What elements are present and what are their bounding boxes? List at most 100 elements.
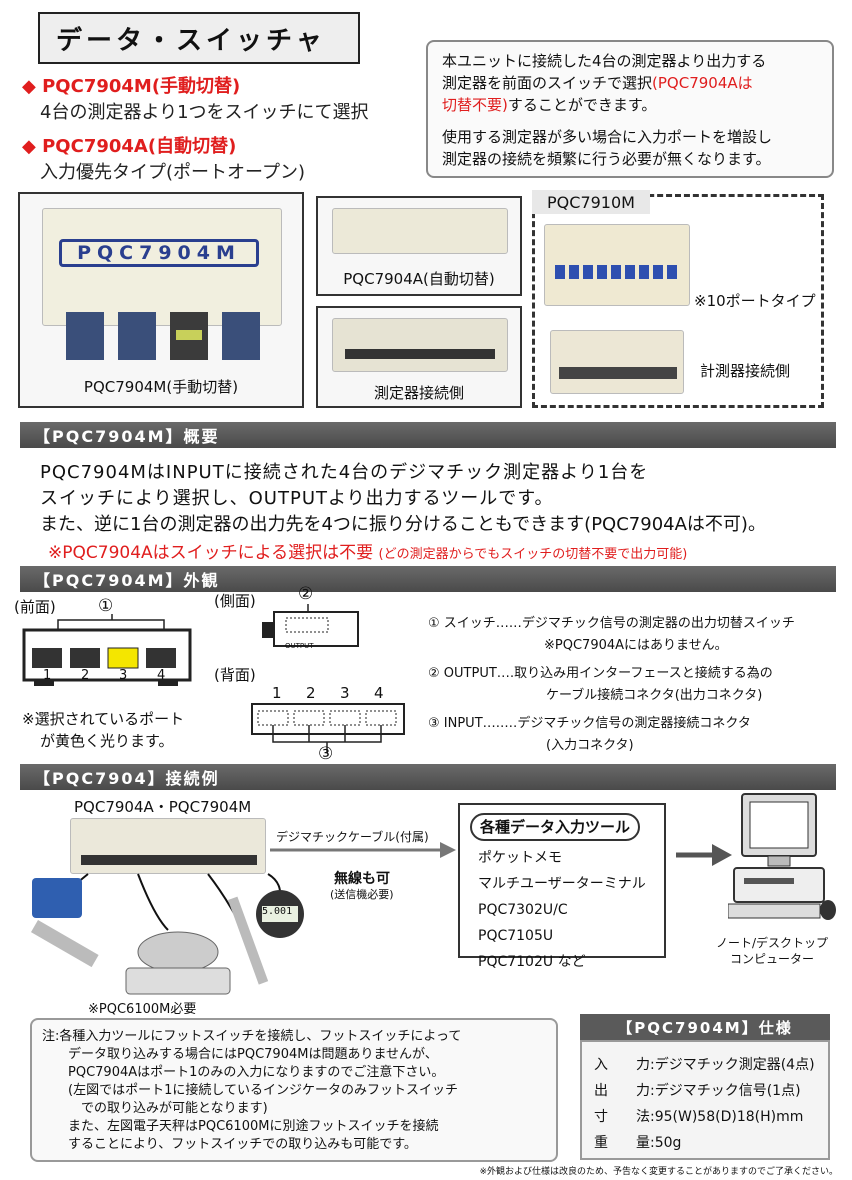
page-title: データ・スイッチャ [38,12,360,64]
port-image [170,312,208,360]
spec-row: 入 力:デジマチック測定器(4点) [594,1057,815,1073]
port-image [222,312,260,360]
desc-output-sub: ケーブル接続コネクタ(出力コネクタ) [546,688,763,703]
connector-strip [345,349,495,359]
auto-product-photo: PQC7904A(自動切替) [316,196,522,296]
device-image [332,318,508,372]
front-diagram [22,614,192,686]
tool-item: PQC7302U/C [478,902,568,918]
back-label: (背面) [214,666,256,684]
tool-item: PQC7102U など [478,954,586,970]
side-diagram [262,604,359,647]
tools-title: 各種データ入力ツール [470,813,641,841]
circle-3: ③ [318,744,334,764]
intro-line: 切替不要)することができます。 [442,96,657,114]
variant-manual-name: ◆ PQC7904M(手動切替) [22,76,241,97]
back-diagram [251,703,405,752]
back-port-number: 4 [374,684,384,702]
ten-port-switches [555,265,679,279]
tools-box: 各種データ入力ツール ポケットメモ マルチユーザーターミナル PQC7302U/… [458,803,666,970]
main-photo-caption: PQC7904M(手動切替) [83,378,239,396]
spec-heading: 【PQC7904M】仕様 [580,1014,830,1040]
circle-2: ② [298,584,314,604]
connection-device-label: PQC7904A・PQC7904M [74,798,252,816]
desc-output: ② OUTPUT‥‥取り込み用インターフェースと接続する為の [428,666,773,681]
note-line: での取り込みが可能となります) [42,1101,268,1116]
spec-row: 寸 法:95(W)58(D)18(H)mm [594,1109,804,1125]
port-number: 4 [157,668,166,683]
variant-auto-desc: 入力優先タイプ(ポートオープン) [40,162,305,183]
circle-1: ① [98,596,114,616]
front-label: (前面) [14,598,56,616]
note-box: 注:各種入力ツールにフットスイッチを接続し、フットスイッチによって データ取り込… [30,1018,558,1162]
intro-box: 本ユニットに接続した4台の測定器より出力する 測定器を前面のスイッチで選択(PQ… [426,40,834,178]
variant-auto-name: ◆ PQC7904A(自動切替) [22,136,237,157]
port-number: 1 [43,668,52,683]
spec-box: 入 力:デジマチック測定器(4点) 出 力:デジマチック信号(1点) 寸 法:9… [580,1040,830,1160]
selected-note: ※選択されているポート [22,710,185,728]
section-appearance-heading: 【PQC7904M】外観 [20,566,836,592]
variant-manual-desc: 4台の測定器より1つをスイッチにて選択 [40,102,369,123]
intro-line: 測定器の接続を頻繁に行う必要が無くなります。 [442,150,771,168]
section-overview-heading: 【PQC7904M】概要 [20,422,836,448]
port-image [66,312,104,360]
tool-item: ポケットメモ [478,850,562,866]
main-product-photo: PQC7904M PQC7904M(手動切替) [18,192,304,408]
device-image: PQC7904M [42,208,282,326]
back-port-number: 3 [340,684,350,702]
overview-line: スイッチにより選択し、OUTPUTより出力するツールです。 [40,488,554,509]
auto-photo-caption: PQC7904A(自動切替) [343,270,495,288]
pc-label: ノート/デスクトップ [716,936,829,950]
scale-note: ※PQC6100M必要 [88,1002,197,1017]
port-image [118,312,156,360]
intro-line: 測定器を前面のスイッチで選択(PQC7904Aは [442,74,753,92]
ten-port-note: ※10ポートタイプ [694,292,816,310]
intro-line: 使用する測定器が多い場合に入力ポートを増設し [442,128,773,146]
computer-icon [728,793,836,920]
ten-port-panel [532,194,824,408]
spec-row: 重 量:50g [594,1135,682,1151]
cable-arrow [270,842,456,858]
side-output-text: OUTPUT [285,642,314,650]
desc-switch-note: ※PQC7904Aにはありません。 [544,638,728,653]
overview-line: また、逆に1台の測定器の出力先を4つに振り分けることもできます(PQC7904A… [40,514,766,535]
note-line: データ取り込みする場合にはPQC7904Mは問題ありませんが、 [42,1047,438,1062]
wireless-sub: (送信機必要) [330,888,394,901]
selected-note: が黄色く光ります。 [40,732,174,750]
tool-item: マルチユーザーターミナル [478,876,646,892]
section-connection-heading: 【PQC7904】接続例 [20,764,836,790]
desc-input: ③ INPUT‥‥‥‥デジマチック信号の測定器接続コネクタ [428,716,751,731]
connector-strip [81,855,257,865]
port-number: 2 [81,668,90,683]
ten-port-back-caption: 計測器接続側 [700,362,791,380]
desc-switch: ① スイッチ‥‥‥デジマチック信号の測定器の出力切替スイッチ [428,616,795,631]
back-port-number: 2 [306,684,316,702]
instruments-illustration [31,873,304,995]
spec-row: 出 力:デジマチック信号(1点) [594,1083,801,1099]
ten-port-device-image [544,224,690,306]
ten-port-back-image [550,330,684,394]
port-number: 3 [119,668,128,683]
side-label: (側面) [214,592,256,610]
ten-port-title: PQC7910M [532,190,650,214]
wireless-label: 無線も可 [334,871,390,887]
back-port-number: 1 [272,684,282,702]
note-line: PQC7904Aはポート1のみの入力になりますのでご注意下さい。 [42,1065,445,1080]
indicator-display: 5.001 [262,906,293,917]
overview-note: ※PQC7904Aはスイッチによる選択は不要 (どの測定器からでもスイッチの切替… [48,543,688,563]
pc-arrow [676,844,732,866]
connector-strip [559,367,677,379]
note-line: また、左図電子天秤はPQC6100Mに別途フットスイッチを接続 [42,1119,439,1134]
device-image [332,208,508,254]
back-side-photo: 測定器接続側 [316,306,522,408]
overview-line: PQC7904MはINPUTに接続された4台のデジマチック測定器より1台を [40,462,649,483]
intro-line: 本ユニットに接続した4台の測定器より出力する [442,52,767,70]
note-line: することにより、フットスイッチでの取り込みも可能です。 [42,1137,417,1152]
tool-item: PQC7105U [478,928,554,944]
back-photo-caption: 測定器接続側 [373,384,464,402]
cable-label: デジマチックケーブル(付属) [276,830,429,844]
connection-device-image [70,818,266,874]
desc-input-sub: (入力コネクタ) [546,738,634,753]
note-line: 注:各種入力ツールにフットスイッチを接続し、フットスイッチによって [42,1029,462,1044]
pc-label: コンピューター [730,952,815,966]
